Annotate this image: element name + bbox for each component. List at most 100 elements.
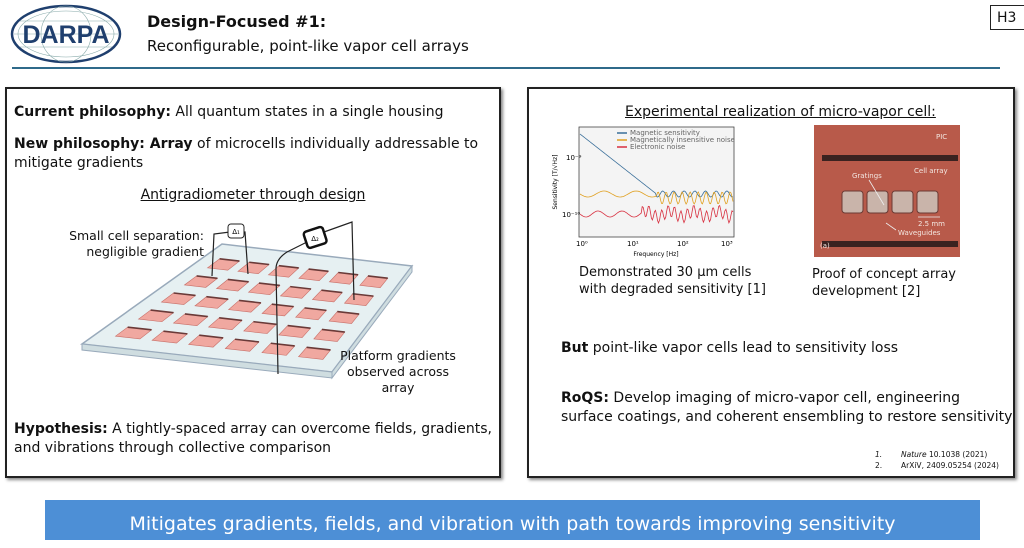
hypothesis-cont: and vibrations through collective compar…: [14, 440, 332, 456]
vapor-cell: [215, 279, 250, 292]
logo-text: DARPA: [22, 21, 109, 49]
new-label: New philosophy:: [14, 136, 145, 152]
current-philosophy: Current philosophy: All quantum states i…: [14, 103, 443, 122]
cell-edge: [352, 292, 374, 297]
figure2-caption-line1: Proof of concept array: [812, 267, 957, 282]
chip-photo: PIC Cell array Gratings 2.5 mm Waveguide…: [814, 125, 960, 257]
slide-title: Design-Focused #1:: [147, 12, 327, 31]
wire-1a: [211, 231, 231, 277]
series-group: [579, 133, 734, 225]
ref-num: 1.: [875, 450, 883, 459]
panel-label: (a): [820, 242, 830, 250]
legend-entry-1: Magnetically insensitive noise: [630, 136, 735, 144]
corner-tag: H3: [990, 5, 1024, 30]
chip-band-top: [822, 155, 958, 161]
vapor-cell: [227, 300, 262, 313]
diagram-title: Antigradiometer through design: [140, 187, 366, 203]
y-axis-label: Sensitivity [T/√Hz]: [552, 155, 559, 210]
cell-edge: [270, 342, 295, 347]
cell-edge: [306, 346, 331, 351]
cell-edge: [249, 261, 270, 266]
hypothesis-label: Hypothesis:: [14, 421, 108, 437]
vapor-cell: [206, 258, 241, 271]
waveguides-pointer: [885, 222, 897, 231]
gratings-label: Gratings: [852, 172, 882, 180]
vapor-cell: [313, 329, 346, 342]
chip-cell: [866, 190, 889, 214]
chip-cells: [841, 190, 939, 214]
hypothesis-text: A tightly-spaced array can overcome fiel…: [107, 421, 492, 437]
x-tick-2: 10²: [677, 240, 689, 248]
ref-num: 2.: [875, 461, 883, 470]
cell-edge: [173, 292, 196, 297]
chip-cell: [916, 190, 939, 214]
cell-edge: [278, 264, 299, 269]
cell-edge: [163, 330, 188, 335]
vapor-cell: [278, 325, 312, 338]
cell-edge: [338, 271, 359, 276]
delta-2-label: Δ₂: [311, 235, 319, 243]
sensitivity-figure: Magnetic sensitivity Magnetically insens…: [552, 126, 735, 258]
cell-edge: [239, 299, 262, 304]
cell-edge: [304, 307, 327, 312]
vapor-cell: [224, 338, 260, 352]
ref-rest: 10.1038 (2021): [926, 450, 988, 459]
right-title: Experimental realization of micro-vapor …: [625, 104, 936, 120]
callout-small-line2: negligible gradient: [86, 244, 204, 259]
vapor-cell: [328, 311, 360, 324]
cell-edge: [150, 309, 174, 314]
cell-edge: [196, 275, 218, 280]
vapor-cell: [114, 326, 153, 340]
wire-2a: [275, 241, 308, 375]
cell-edge: [184, 313, 208, 318]
delta-1-box: [227, 223, 245, 239]
cell-edge: [337, 310, 360, 315]
x-tick-3: 10³: [721, 240, 733, 248]
cell-edge: [308, 268, 329, 273]
cell-edge: [219, 317, 243, 322]
vapor-cell: [188, 334, 224, 348]
cell-edge: [127, 326, 152, 331]
roqs-statement: RoQS: Develop imaging of micro-vapor cel…: [561, 389, 960, 408]
cell-edge: [287, 324, 311, 329]
delta-1-label: Δ₁: [232, 228, 240, 236]
series-line-2: [579, 204, 734, 225]
left-panel: Current philosophy: All quantum states i…: [5, 87, 501, 478]
cell-edge: [219, 258, 240, 262]
cell-edge: [321, 289, 343, 294]
current-text: All quantum states in a single housing: [170, 104, 444, 120]
y-tick-0: 10⁻⁹: [566, 154, 582, 162]
figure1-caption-line2: with degraded sensitivity [1]: [579, 282, 766, 297]
cell-edge: [206, 295, 229, 300]
callout-platform-line1: Platform gradients: [340, 348, 456, 363]
callout-small-separation: Small cell separation:negligible gradien…: [62, 228, 204, 260]
y-tick-1: 10⁻¹⁰: [562, 211, 580, 219]
chip-cell: [891, 190, 914, 214]
cell-edge: [253, 320, 277, 326]
chip-band-bottom: [822, 241, 958, 247]
callout-platform-line2: observed across array: [347, 364, 449, 395]
cell-edge: [321, 328, 345, 333]
waveguides-label: Waveguides: [898, 229, 941, 237]
new-philosophy: New philosophy: Array of microcells indi…: [14, 135, 478, 154]
but-statement: But point-like vapor cells lead to sensi…: [561, 339, 898, 358]
antigradiometer-diagram: Δ₁ Δ₂: [79, 221, 414, 380]
callout-small-line1: Small cell separation:: [69, 228, 204, 243]
but-text: point-like vapor cells lead to sensitivi…: [588, 340, 899, 356]
roqs-label: RoQS:: [561, 390, 609, 406]
references: 1.Nature 10.1038 (2021) 2.ArXiV, 2409.05…: [875, 449, 999, 471]
reference-1: 1.Nature 10.1038 (2021): [875, 449, 999, 460]
current-label: Current philosophy:: [14, 104, 171, 120]
x-tick-0: 10⁰: [576, 240, 588, 248]
cell-edge: [290, 285, 312, 290]
cell-edge: [234, 338, 260, 343]
cell-edge: [227, 278, 249, 283]
series-line-1: [579, 190, 734, 205]
vapor-cell: [247, 282, 281, 295]
vapor-cell: [298, 268, 330, 282]
wire-2b: [323, 221, 355, 301]
figure1-caption-line1: Demonstrated 30 μm cells: [579, 265, 752, 280]
new-bold: Array: [144, 136, 193, 152]
scale-label: 2.5 mm: [918, 220, 945, 228]
